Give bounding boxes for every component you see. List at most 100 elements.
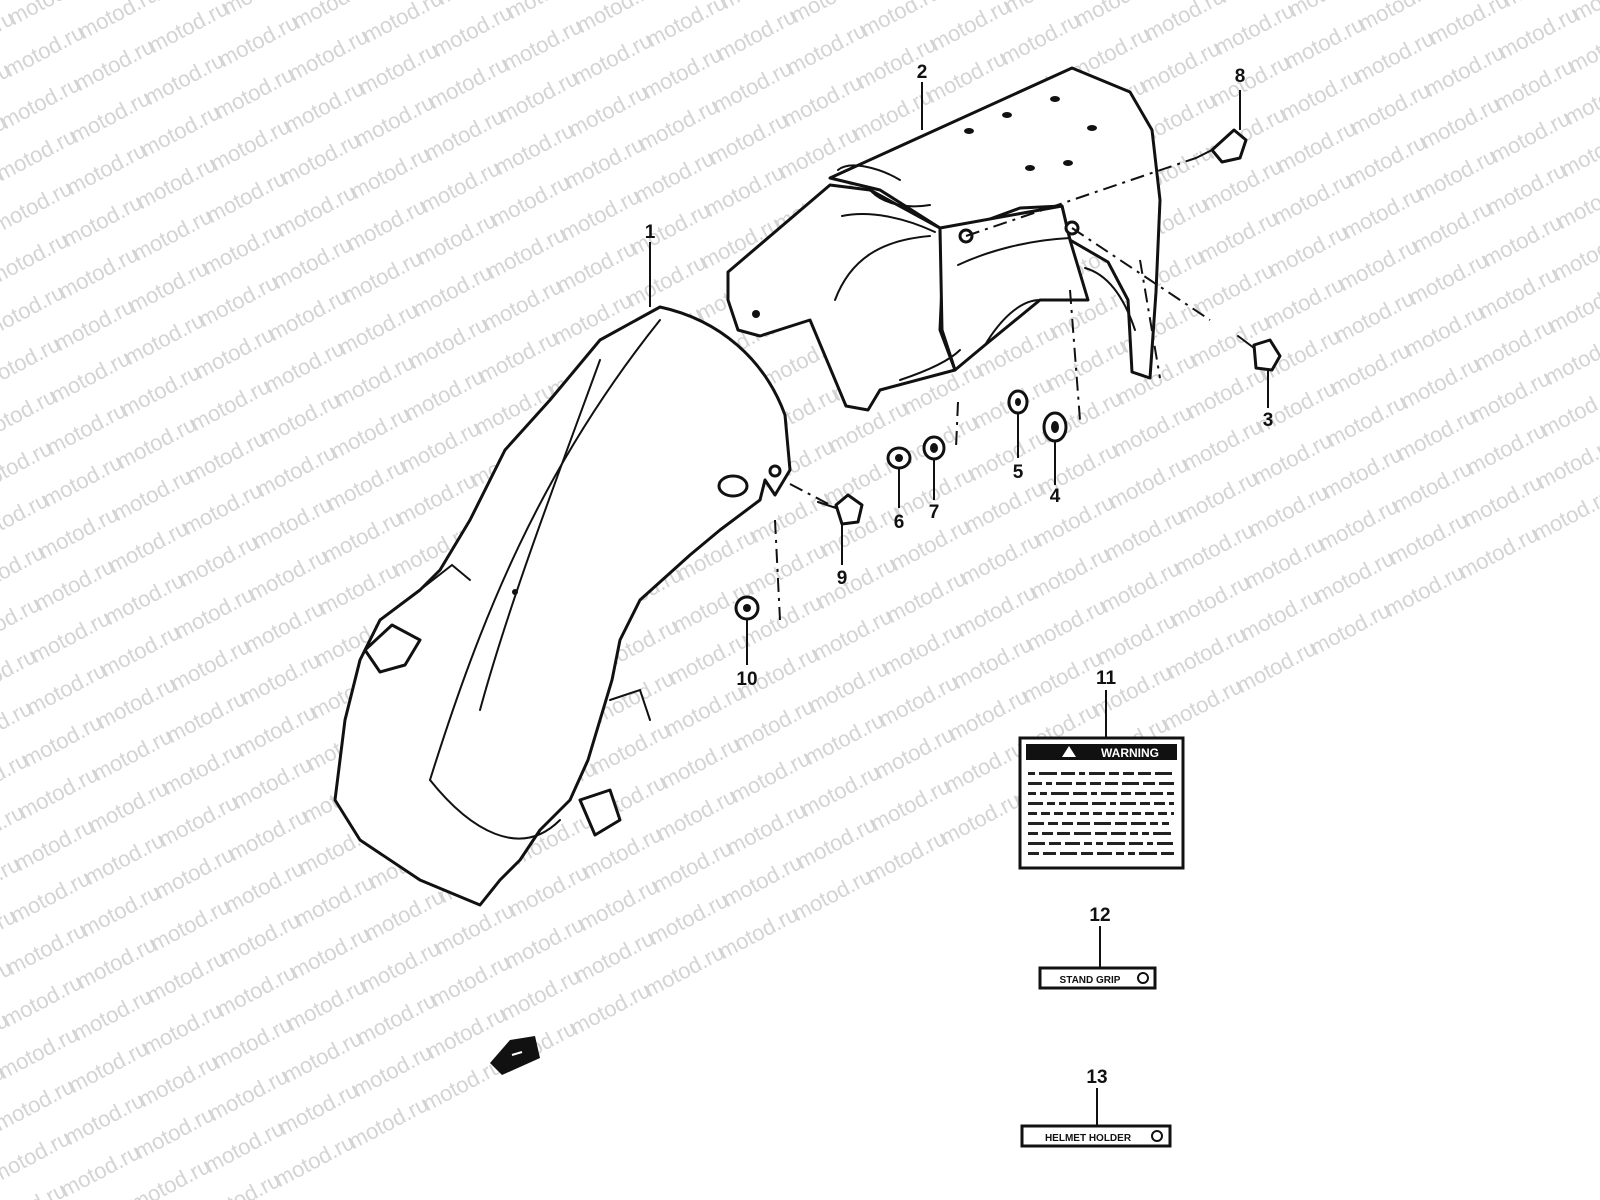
warning-fine-print-mark xyxy=(1046,782,1052,785)
warning-fine-print-mark xyxy=(1057,832,1070,835)
warning-fine-print-mark xyxy=(1145,812,1154,815)
warning-fine-print-mark xyxy=(1028,812,1037,815)
warning-fine-print-mark xyxy=(1132,812,1141,815)
warning-fine-print-mark xyxy=(1120,802,1136,805)
part-4-nut xyxy=(1042,411,1068,443)
warning-fine-print-mark xyxy=(1042,832,1053,835)
callout-1: 1 xyxy=(645,222,656,243)
warning-fine-print-mark xyxy=(1094,822,1111,825)
warning-fine-print-mark xyxy=(1056,782,1072,785)
warning-fine-print-mark xyxy=(1111,832,1126,835)
warning-fine-print-mark xyxy=(1155,772,1172,775)
callout-2: 2 xyxy=(917,62,928,83)
warning-fine-print-mark xyxy=(1084,842,1092,845)
warning-fine-print-mark xyxy=(1049,842,1061,845)
warning-fine-print-mark xyxy=(1109,772,1119,775)
warning-fine-print-mark xyxy=(1150,822,1158,825)
warning-fine-print-mark xyxy=(1150,792,1163,795)
part-1-rear-fender xyxy=(333,305,792,907)
callout-10: 10 xyxy=(736,669,757,690)
warning-fine-print-mark xyxy=(1070,802,1088,805)
warning-fine-print-mark xyxy=(1107,842,1125,845)
callout-3: 3 xyxy=(1263,410,1274,431)
warning-fine-print-mark xyxy=(1106,812,1115,815)
callout-numbers: 1 2 3 4 5 6 7 8 9 10 11 12 13 xyxy=(645,62,1274,1088)
callout-9: 9 xyxy=(837,568,848,589)
warning-fine-print-mark xyxy=(1105,782,1118,785)
callout-6: 6 xyxy=(894,512,905,533)
warning-fine-print-mark xyxy=(1095,832,1107,835)
part-13-helmet-holder-label: HELMET HOLDER xyxy=(1020,1124,1172,1148)
warning-fine-print-mark xyxy=(1048,822,1058,825)
callout-8: 8 xyxy=(1235,66,1246,87)
callout-13: 13 xyxy=(1086,1067,1107,1088)
warning-fine-print-mark xyxy=(1135,792,1146,795)
assembly-lines xyxy=(774,157,1211,621)
warning-fine-print-mark xyxy=(1065,842,1080,845)
callout-11: 11 xyxy=(1096,668,1117,689)
warning-fine-print-mark xyxy=(1097,852,1112,855)
warning-fine-print-mark xyxy=(1028,852,1039,855)
warning-fine-print-mark xyxy=(1043,852,1056,855)
warning-fine-print-mark xyxy=(1028,772,1035,775)
part-3-bolt xyxy=(1237,335,1282,372)
warning-fine-print-mark xyxy=(1140,802,1150,805)
warning-fine-print-mark xyxy=(1092,802,1106,805)
warning-fine-print-mark xyxy=(1062,822,1073,825)
warning-fine-print-mark xyxy=(1039,772,1057,775)
stand-grip-label-text: STAND GRIP xyxy=(1060,975,1121,986)
warning-fine-print-mark xyxy=(1090,782,1101,785)
warning-fine-print-mark xyxy=(1028,782,1042,785)
arrow-decal-icon xyxy=(490,1036,540,1075)
callout-4: 4 xyxy=(1050,486,1061,507)
warning-fine-print-mark xyxy=(1138,772,1151,775)
warning-fine-print-mark xyxy=(1073,792,1087,795)
warning-fine-print-mark xyxy=(1093,812,1102,815)
helmet-holder-label-text: HELMET HOLDER xyxy=(1045,1133,1132,1144)
callout-7: 7 xyxy=(929,502,940,523)
warning-fine-print-mark xyxy=(1076,782,1086,785)
warning-fine-print-mark xyxy=(1162,822,1169,825)
warning-fine-print-mark xyxy=(1169,802,1174,805)
warning-fine-print-mark xyxy=(1096,842,1103,845)
stand-grip-symbol-icon xyxy=(1137,972,1149,984)
warning-fine-print-mark xyxy=(1139,852,1157,855)
warning-fine-print-mark xyxy=(1159,782,1174,785)
warning-fine-print-mark xyxy=(1153,832,1171,835)
warning-fine-print-mark xyxy=(1128,852,1135,855)
warning-fine-print-mark xyxy=(1077,822,1090,825)
warning-fine-print-mark xyxy=(1028,842,1045,845)
callout-5: 5 xyxy=(1013,462,1024,483)
warning-fine-print-mark xyxy=(1115,822,1127,825)
warning-fine-print-mark xyxy=(1143,782,1155,785)
warning-fine-print-mark xyxy=(1051,792,1069,795)
part-7-washer xyxy=(922,435,946,461)
warning-fine-print-mark xyxy=(1028,792,1036,795)
leader-lines xyxy=(649,82,1269,1126)
warning-fine-print-mark xyxy=(1142,832,1149,835)
warning-fine-print-mark xyxy=(1101,792,1117,795)
warning-fine-print-mark xyxy=(1061,772,1075,775)
warning-fine-print-mark xyxy=(1116,852,1124,855)
part-5-washer xyxy=(1007,389,1029,415)
part-8-bolt xyxy=(1195,128,1248,164)
part-2-rear-fender-housing xyxy=(726,66,1162,412)
part-11-warning-label: WARNING xyxy=(1018,736,1185,870)
warning-fine-print-mark xyxy=(1028,832,1038,835)
warning-fine-print-mark xyxy=(1089,772,1105,775)
warning-fine-print-mark xyxy=(1047,802,1055,805)
part-12-stand-grip-label: STAND GRIP xyxy=(1038,966,1157,990)
warning-fine-print-mark xyxy=(1067,812,1076,815)
warning-fine-print-mark xyxy=(1130,832,1138,835)
part-10-nut xyxy=(734,595,760,621)
warning-fine-print-mark xyxy=(1081,852,1093,855)
part-6-grommet xyxy=(886,446,912,470)
warning-fine-print-mark xyxy=(1079,772,1085,775)
warning-fine-print-mark xyxy=(1122,782,1139,785)
warning-fine-print-mark xyxy=(1121,792,1131,795)
warning-fine-print-mark xyxy=(1041,812,1050,815)
warning-fine-print-mark xyxy=(1129,842,1143,845)
warning-label-title: WARNING xyxy=(1101,746,1159,760)
